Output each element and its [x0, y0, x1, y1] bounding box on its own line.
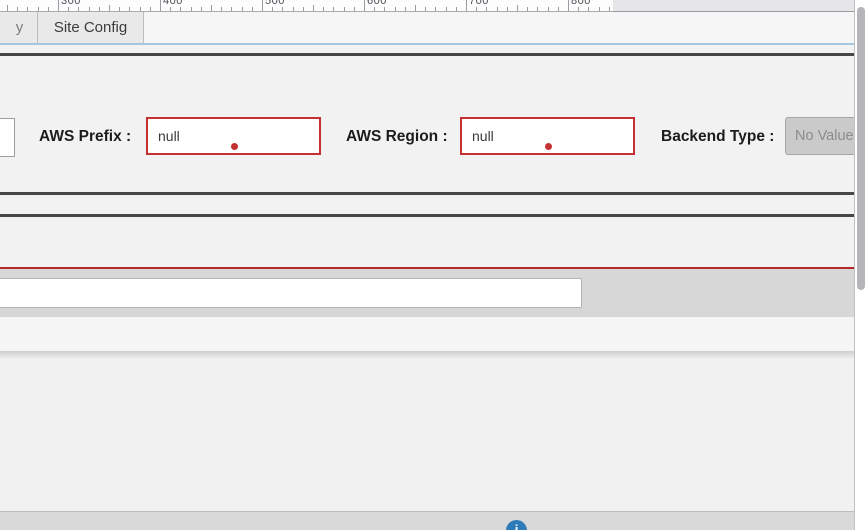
ruler-tick: [496, 7, 498, 11]
ruler-number: 400: [163, 0, 183, 7]
section-divider: [0, 214, 854, 217]
ruler-tick: [47, 7, 49, 11]
ruler-tick: [139, 7, 141, 11]
ruler-tick: [445, 7, 447, 11]
ruler-tick: [435, 7, 437, 11]
ruler-tick: [588, 7, 590, 11]
ruler-tick: [160, 0, 161, 11]
ruler-tick: [7, 5, 8, 11]
section-divider: [0, 192, 854, 195]
ruler-tick: [425, 7, 427, 11]
ruler-tick: [231, 7, 233, 11]
ruler-tick: [537, 7, 539, 11]
ruler-tick: [292, 7, 294, 11]
ruler-number: 600: [367, 0, 387, 7]
scrollbar-thumb[interactable]: [857, 7, 865, 290]
ruler-tick: [180, 7, 182, 11]
backend-type-select[interactable]: No Value: [785, 117, 861, 155]
ruler-tick: [455, 7, 457, 11]
input-band: [0, 269, 854, 317]
ruler-tick: [547, 7, 549, 11]
error-divider-line: [0, 267, 854, 269]
tab-tool[interactable]: y Tool: [0, 12, 38, 43]
ruler-tick: [190, 7, 192, 11]
ruler-number: 800: [571, 0, 591, 7]
tab-site-config[interactable]: Site Config: [38, 12, 144, 43]
backend-type-label: Backend Type :: [661, 128, 775, 145]
ruler-tick: [476, 7, 478, 11]
validation-dot-icon: [230, 143, 238, 150]
ruler-tick: [88, 7, 90, 11]
ruler-tick: [17, 7, 19, 11]
info-icon[interactable]: i: [506, 520, 527, 530]
aws-prefix-label: AWS Prefix :: [39, 128, 132, 145]
ruler-tick: [415, 5, 416, 11]
ruler-tick: [353, 7, 355, 11]
ruler-tick: [37, 7, 39, 11]
panel-shadow: [0, 352, 854, 359]
ruler-tick: [598, 7, 600, 11]
collapsed-panel: [0, 317, 854, 352]
ruler-tick: [211, 5, 212, 11]
ruler-tick: [200, 7, 202, 11]
ruler-tick: [557, 7, 559, 11]
vertical-scrollbar: [854, 0, 867, 530]
aws-region-label: AWS Region :: [346, 128, 448, 145]
ruler-tick: [119, 7, 121, 11]
ruler-tick: [272, 7, 274, 11]
ruler-tick: [333, 7, 335, 11]
ruler-number: 300: [61, 0, 81, 7]
spacer-strip: [0, 45, 854, 53]
ruler-tick: [302, 7, 304, 11]
ruler-tick: [374, 7, 376, 11]
ruler-tick: [364, 0, 365, 11]
ruler-tick: [129, 7, 131, 11]
ruler-tick: [466, 0, 467, 11]
ruler-tick: [251, 7, 253, 11]
site-config-form: [0, 56, 854, 192]
ruler-tick: [527, 7, 529, 11]
clipped-left-input[interactable]: [0, 118, 15, 157]
ruler-tick: [68, 7, 70, 11]
ruler-tick: [78, 7, 80, 11]
ruler-right-spacer: [613, 0, 854, 12]
validation-dot-icon: [544, 143, 552, 150]
ruler-tick: [221, 7, 223, 11]
tab-tool-label: y Tool: [15, 19, 24, 36]
content-area: [0, 352, 854, 511]
ruler-tick: [149, 7, 151, 11]
ruler-number: 700: [469, 0, 489, 7]
ruler-tick: [170, 7, 172, 11]
ruler-tick: [384, 7, 386, 11]
ruler-tick: [109, 5, 110, 11]
ruler-tick: [394, 7, 396, 11]
aws-prefix-field-wrap: [146, 117, 321, 155]
aws-region-field-wrap: [460, 117, 635, 155]
ruler-tick: [578, 7, 580, 11]
ruler-tick: [282, 7, 284, 11]
ruler-tick: [343, 7, 345, 11]
ruler-tick: [506, 7, 508, 11]
ruler-tick: [517, 5, 518, 11]
ruler-tick: [323, 7, 325, 11]
ruler-tick: [27, 7, 29, 11]
band-text-input[interactable]: [0, 278, 582, 308]
ruler-tick: [608, 7, 610, 11]
ruler-tick: [241, 7, 243, 11]
panel-top-border: [0, 53, 854, 56]
ruler-tick: [262, 0, 263, 11]
footer-bar: [0, 511, 854, 530]
ruler-tick: [58, 0, 59, 11]
ruler-tick: [568, 0, 569, 11]
horizontal-ruler: 300 400 500 600 700 800: [0, 0, 613, 12]
tabbar-accent-line: [0, 43, 854, 45]
tab-bar: y Tool Site Config: [0, 12, 854, 43]
ruler-tick: [98, 7, 100, 11]
ruler-number: 500: [265, 0, 285, 7]
ruler-tick: [313, 5, 314, 11]
ruler-tick: [486, 7, 488, 11]
ruler-tick: [404, 7, 406, 11]
tab-site-config-label: Site Config: [53, 19, 128, 36]
